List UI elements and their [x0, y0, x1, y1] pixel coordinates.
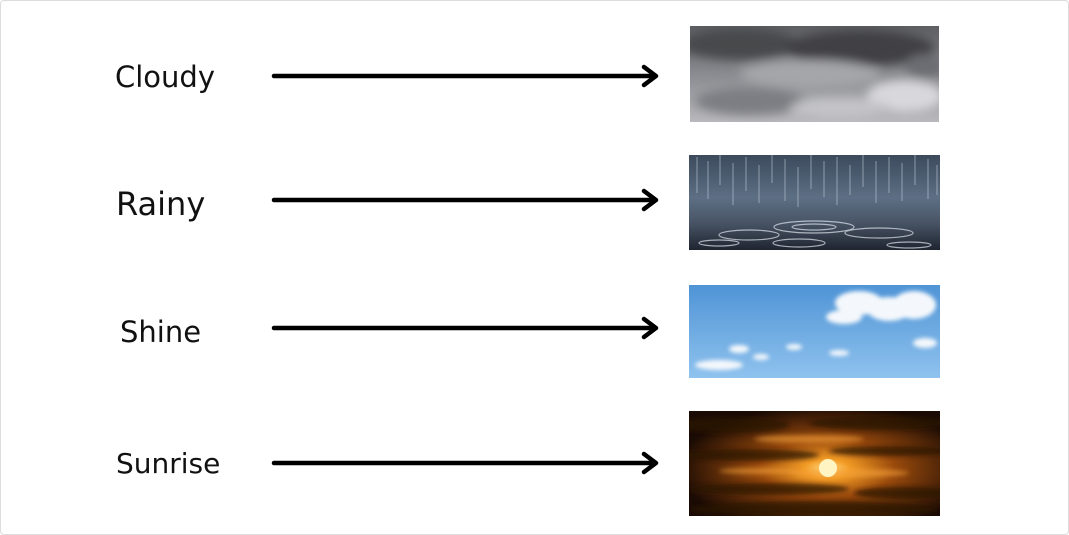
label-cloudy: Cloudy	[115, 60, 215, 94]
arrow-shine	[271, 316, 659, 340]
arrow-sunrise	[271, 451, 659, 475]
cloudy-sky-photo	[690, 26, 939, 122]
label-shine: Shine	[120, 315, 202, 349]
label-sunrise: Sunrise	[116, 447, 221, 480]
blue-sky-clouds-photo	[689, 285, 940, 378]
arrow-cloudy	[271, 64, 659, 88]
arrow-rainy	[271, 188, 659, 212]
rain-on-water-photo	[689, 155, 940, 250]
label-rainy: Rainy	[116, 185, 206, 223]
sunrise-sky-photo	[689, 411, 940, 516]
